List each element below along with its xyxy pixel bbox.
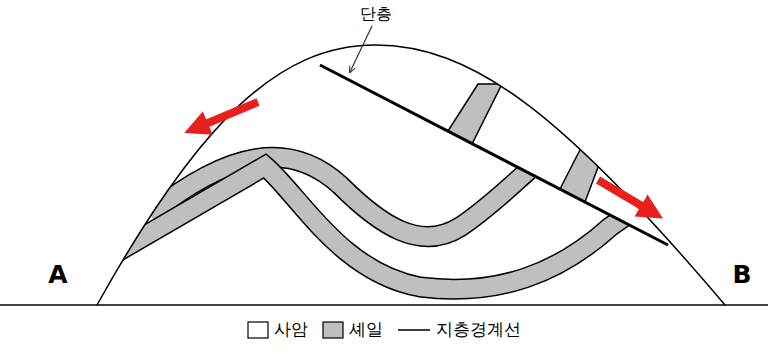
shale-band-edge — [100, 150, 720, 289]
legend-item: 셰일 — [322, 318, 383, 341]
fault-label: 단층 — [360, 6, 392, 22]
legend-line-sample — [397, 321, 431, 339]
shale-band — [100, 150, 720, 289]
hill-outline — [97, 45, 725, 305]
fault-line — [320, 65, 668, 245]
legend-swatch-rect — [248, 322, 268, 338]
legend-text: 지층경계선 — [436, 318, 521, 341]
legend-text: 사암 — [274, 318, 308, 341]
legend-swatch — [247, 321, 269, 339]
ground-line — [0, 304, 768, 306]
hill — [97, 45, 725, 305]
leader-line — [350, 26, 372, 72]
legend-text: 셰일 — [349, 318, 383, 341]
point-label: A — [48, 262, 67, 287]
legend-swatch — [322, 321, 344, 339]
legend-swatch-rect — [323, 322, 343, 338]
slip-arrow — [196, 102, 258, 128]
point-label: B — [732, 262, 751, 287]
legend-item: 사암 — [247, 318, 308, 341]
legend: 사암 셰일 지층경계선 — [0, 318, 768, 341]
legend-line — [398, 329, 430, 331]
legend-item: 지층경계선 — [397, 318, 521, 341]
slip-arrow — [598, 180, 652, 212]
